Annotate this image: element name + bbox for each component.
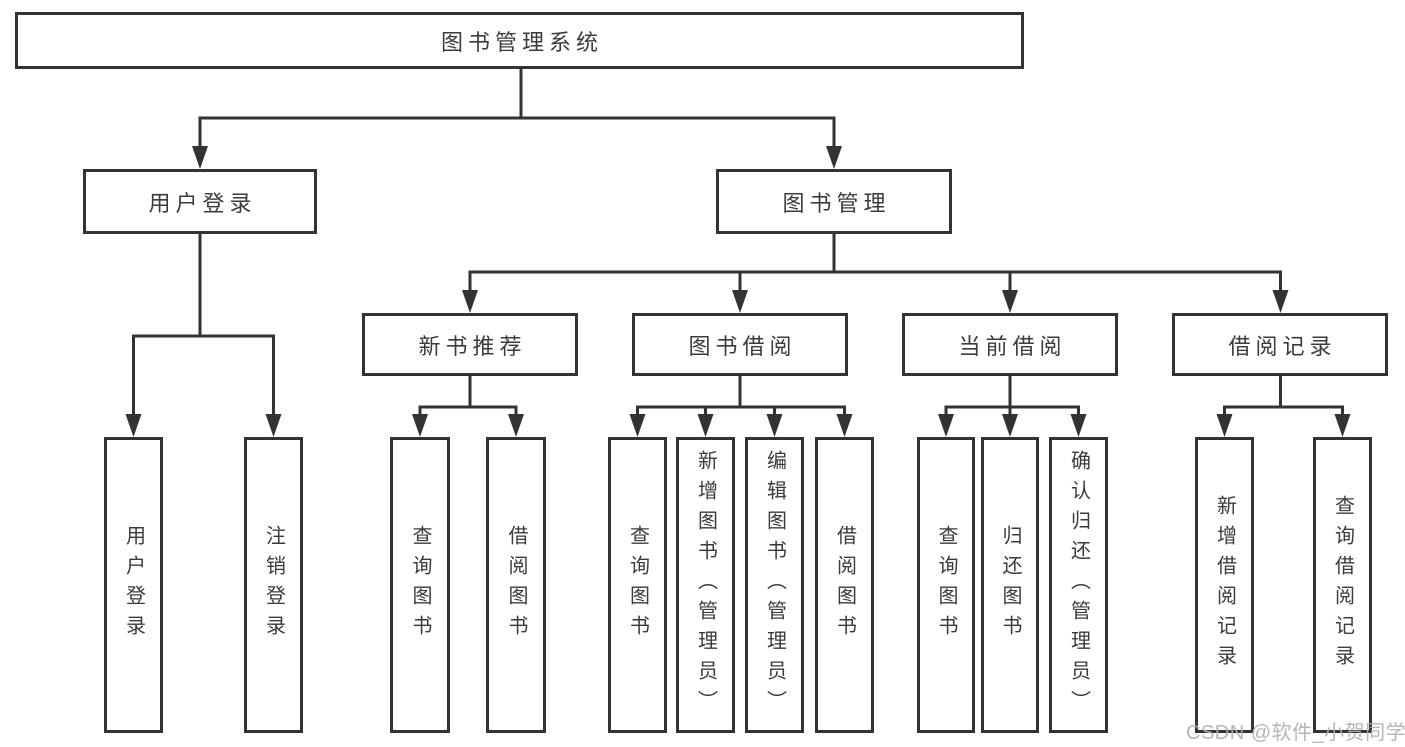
leaf-query-book-current: 查询图书 <box>917 437 975 733</box>
node-label: 归还图书 <box>999 525 1021 645</box>
node-label: 借阅记录 <box>1228 333 1337 359</box>
node-label: 编辑图书（管理员） <box>763 450 786 720</box>
node-user-login: 用户登录 <box>83 169 317 234</box>
leaf-user-login: 用户登录 <box>104 437 163 733</box>
leaf-borrow-book: 借阅图书 <box>815 437 874 733</box>
leaf-borrow-book-recommend: 借阅图书 <box>486 437 546 733</box>
node-label: 借阅图书 <box>505 525 527 645</box>
node-book-management: 图书管理 <box>716 169 952 234</box>
node-label: 图书管理 <box>782 190 891 216</box>
node-label: 新书推荐 <box>418 333 527 359</box>
leaf-add-book-admin: 新增图书（管理员） <box>676 437 735 733</box>
node-library-management-system: 图书管理系统 <box>15 12 1024 69</box>
leaf-edit-book-admin: 编辑图书（管理员） <box>745 437 804 733</box>
node-label: 图书管理系统 <box>440 29 603 55</box>
node-label: 新增图书（管理员） <box>694 450 717 720</box>
leaf-confirm-return-admin: 确认归还（管理员） <box>1049 437 1108 733</box>
arrowheads <box>125 146 1351 437</box>
node-book-borrow: 图书借阅 <box>632 313 848 376</box>
node-label: 查询图书 <box>626 525 649 645</box>
leaf-query-book-recommend: 查询图书 <box>390 437 450 733</box>
node-label: 注销登录 <box>262 525 285 645</box>
node-label: 查询图书 <box>409 525 431 645</box>
csdn-watermark: CSDN @软件_小贺同学 <box>1186 722 1405 744</box>
node-label: 用户登录 <box>148 190 257 216</box>
leaf-add-borrow-record: 新增借阅记录 <box>1195 437 1254 733</box>
node-current-borrow: 当前借阅 <box>902 313 1118 376</box>
node-label: 用户登录 <box>122 525 145 645</box>
leaf-logout: 注销登录 <box>244 437 303 733</box>
node-label: 当前借阅 <box>958 333 1067 359</box>
node-label: 新增借阅记录 <box>1213 495 1236 675</box>
node-label: 借阅图书 <box>833 525 856 645</box>
node-label: 查询图书 <box>935 525 957 645</box>
node-label: 查询借阅记录 <box>1331 495 1354 675</box>
node-label: 图书借阅 <box>688 333 797 359</box>
node-borrow-record: 借阅记录 <box>1172 313 1388 376</box>
leaf-query-book-borrow: 查询图书 <box>608 437 667 733</box>
leaf-query-borrow-record: 查询借阅记录 <box>1313 437 1372 733</box>
leaf-return-book: 归还图书 <box>981 437 1039 733</box>
node-new-book-recommend: 新书推荐 <box>362 313 578 376</box>
node-label: 确认归还（管理员） <box>1067 450 1090 720</box>
